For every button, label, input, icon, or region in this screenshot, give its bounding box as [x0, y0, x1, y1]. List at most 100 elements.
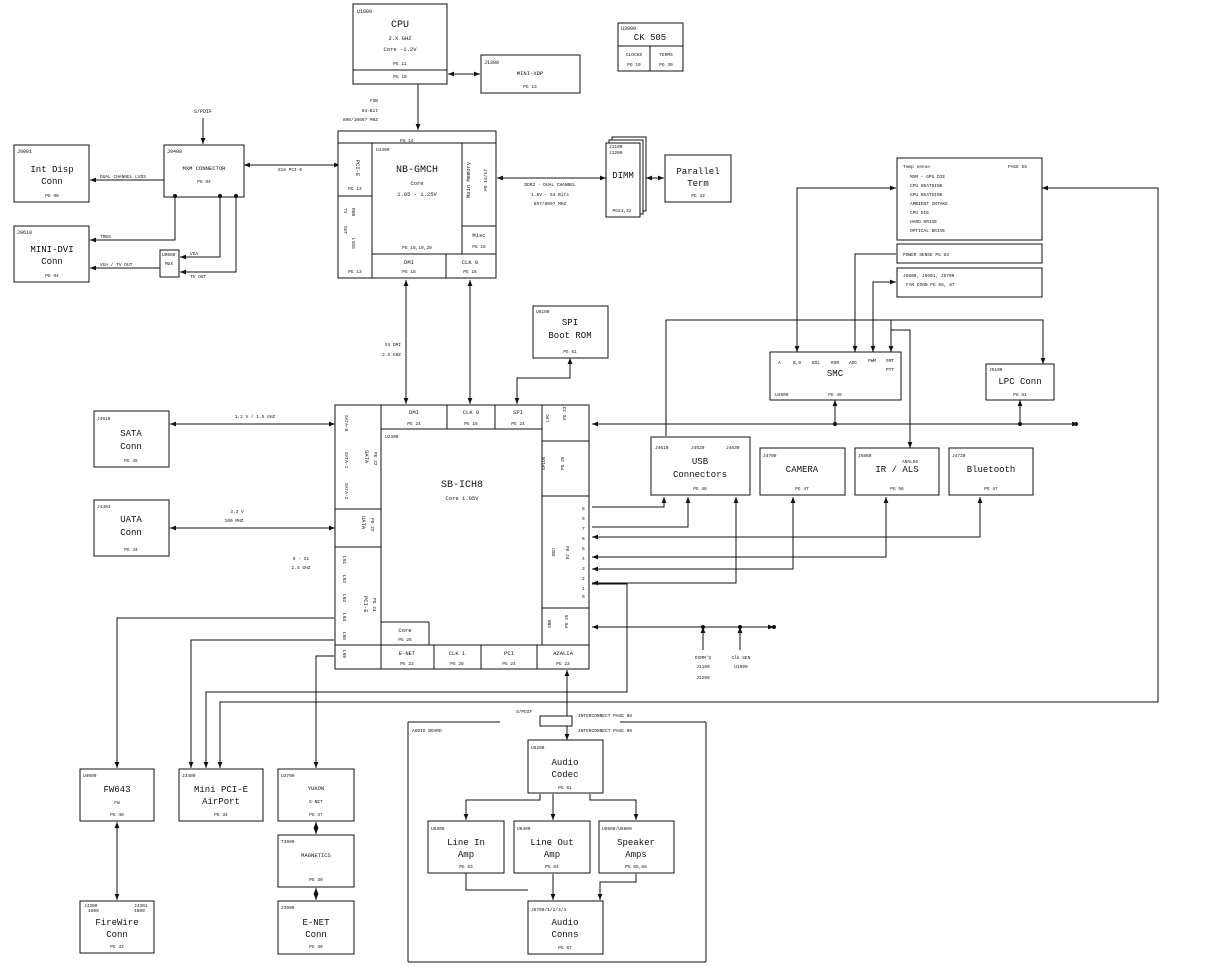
smc-pin: ADC	[849, 360, 857, 366]
uata-page: PG 44	[124, 547, 138, 553]
sb-clk1-page: PG 28	[450, 661, 464, 667]
sb-sata-1: SATA-1	[343, 452, 349, 469]
nb-dmi-page: PG 18	[402, 269, 416, 275]
temp-title: Temp sense	[903, 164, 930, 170]
sb-usb-page: PG 24	[564, 546, 570, 560]
nb-lvds-page: PG 13	[348, 269, 362, 275]
mini-xdp-block: J1300 MINI-XDP PG 13	[480, 54, 581, 94]
sb-gpios-page: PG 25	[560, 456, 566, 470]
tv-out-label: TV OUT	[190, 274, 207, 280]
sb-clk0-port: CLK 0	[463, 409, 480, 416]
temp-page: PAGE 58	[1008, 164, 1027, 170]
magnetics-ref: T3900	[281, 839, 295, 845]
mini-pcie-name-2: AirPort	[202, 797, 240, 807]
codec-ref: U6200	[531, 745, 545, 751]
mini-dvi-name: MINI-DVI	[30, 245, 73, 255]
power-sense-block: POWER SENSE PG 83	[896, 243, 1043, 264]
smc-page: PG 49	[828, 392, 842, 398]
sb-lane: LN4	[341, 613, 347, 621]
lpc-name: LPC Conn	[998, 377, 1041, 387]
sb-usb-num: 8	[582, 506, 585, 512]
mini-dvi-block: J9610 MINI-DVI Conn PG 94	[13, 225, 90, 283]
sb-core-port: Core	[398, 627, 411, 634]
sb-clk0-page: PG 18	[464, 421, 478, 427]
smc-pin: B,0	[793, 360, 801, 366]
sata-name-2: Conn	[120, 442, 142, 452]
x4-dmi-speed: 2.5 GHZ	[382, 352, 401, 358]
uata-conn-block: J4401 UATA Conn PG 44	[93, 499, 170, 557]
line-in-page: PG 63	[459, 864, 473, 870]
sb-uata-page: PG 22	[369, 518, 375, 532]
audio-conns-name: Audio	[551, 918, 578, 928]
interconnect-98: INTERCONNECT PAGE 98	[578, 713, 632, 719]
sb-usb-num: 7	[582, 526, 585, 532]
ddr2-label: DDR2 - DUAL CHANNEL	[524, 182, 576, 188]
mini-dvi-ref: J9610	[17, 230, 32, 236]
smc-pin-sub: PTT	[886, 367, 894, 373]
cpu-name: CPU	[391, 20, 409, 31]
sata-speed-label: 1.2 V / 1.5 GHZ	[235, 414, 276, 420]
sb-pcie-page: PG 24	[371, 598, 377, 612]
speaker-amps-block: U6500/U6600 Speaker Amps PG 65,66	[598, 820, 675, 874]
usb-name: USB	[692, 457, 709, 467]
power-sense-text: POWER SENSE PG 83	[903, 252, 949, 258]
camera-page: PG 47	[795, 486, 809, 492]
lpc-ref: J5100	[989, 367, 1003, 373]
parallel-name: Parallel	[676, 167, 719, 177]
mini-pcie-ref: J3400	[182, 773, 196, 779]
sb-spi-port: SPI	[513, 409, 523, 416]
nb-lvds-port: LVDS	[350, 238, 356, 249]
mini-dvi-name-2: Conn	[41, 257, 63, 267]
fsb-label-1: FSB	[370, 98, 378, 104]
sb-lane: LN3	[341, 594, 347, 602]
mxm-page: PG 94	[197, 179, 211, 185]
display-signal-labels: DUAL CHANNEL LVDS TMDS VGA / TV OUT VGA …	[100, 167, 576, 571]
sb-name: SB-ICH8	[441, 480, 483, 491]
smb-target-dimms: DIMM'S	[695, 655, 712, 661]
smc-pin: BSL	[812, 360, 820, 366]
audio-codec-block: U6200 Audio Codec PG 61	[527, 739, 604, 794]
line-out-page: PG 64	[545, 864, 559, 870]
smb-target-j1200: J1200	[696, 675, 710, 681]
spdif-label: S/PDIF	[516, 709, 533, 715]
temp-item: OPTICAL DRIVE	[910, 228, 945, 234]
uata-ref: J4401	[97, 504, 111, 510]
nb-ref: U1400	[376, 147, 390, 153]
ck505-block: U3900 CK 505 CLOCKS TERMS PG 19 PG 30	[617, 22, 684, 72]
camera-ref: J4700	[763, 453, 777, 459]
fsb-label-2: 64-Bit	[362, 108, 379, 114]
sb-lpc-port: LPC	[545, 414, 551, 422]
dimm-ref-1: J1100	[609, 144, 623, 150]
usb-ref: J4620	[691, 445, 705, 451]
yukon-block: U3700 YUKON E-NET PG 37	[277, 768, 355, 822]
line-out-amp-block: U6400 Line Out Amp PG 64	[513, 820, 591, 874]
lpc-page: PG 51	[1013, 392, 1027, 398]
fan-conn-block: J5600, J5601, J5700 FAN CONN PG 86, 87	[896, 267, 1043, 298]
x16-pcie-label: X16 PCI-E	[278, 167, 303, 173]
bluetooth-page: PG 47	[984, 486, 998, 492]
smb-target-u1900: U1900	[734, 664, 748, 670]
pcie-lanes-label: 6 - X1	[293, 556, 310, 562]
sata-page: PG 45	[124, 458, 138, 464]
line-in-amp-block: U6300 Line In Amp PG 63	[427, 820, 505, 874]
line-in-name: Line In	[447, 838, 485, 848]
nb-name: NB-GMCH	[396, 165, 438, 176]
firewire-name: FireWire	[95, 918, 138, 928]
usb-ref: J4610	[655, 445, 669, 451]
dimm-name: DIMM	[612, 171, 634, 181]
mux-ref: U9600	[162, 252, 176, 258]
cpu-block: U1000 CPU 2.X GHZ Core -1.2V PG 11 PG 10	[352, 3, 448, 85]
sb-lane: LN5	[341, 632, 347, 640]
enet-conn-block: J3900 E-NET Conn PG 39	[277, 900, 355, 955]
temp-item: CPU HEATSINK	[910, 183, 943, 189]
smc-pin: RSR	[831, 360, 839, 366]
nb-volt: 1.05 - 1.25V	[397, 191, 437, 198]
dimm-block: J1100 J1200 DIMM PG21,32	[605, 136, 647, 218]
sb-sata-port: SATA	[363, 450, 370, 464]
sata-ref: J4510	[97, 416, 111, 422]
mini-xdp-page: PG 13	[523, 84, 537, 90]
ir-als-page: PG 56	[890, 486, 904, 492]
mini-pcie-page: PG 34	[214, 812, 228, 818]
nb-rgb-port: RGB	[350, 208, 356, 216]
